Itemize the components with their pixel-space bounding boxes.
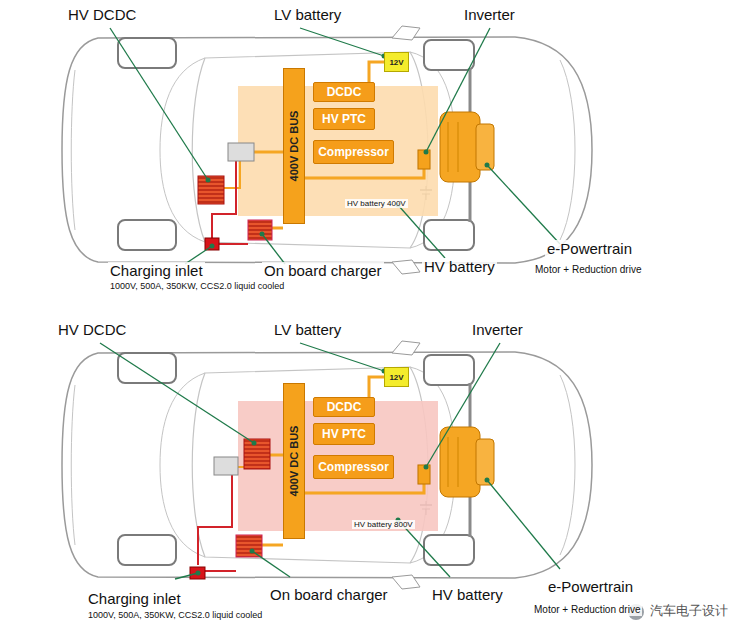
drawing-part bbox=[252, 551, 290, 577]
hv-load-box: DCDC bbox=[313, 397, 375, 417]
node-text: 400V DC BUS bbox=[288, 111, 300, 182]
node-text: Compressor bbox=[318, 460, 389, 474]
on-board-charger bbox=[248, 220, 272, 240]
hv-load-box: HV PTC bbox=[313, 423, 375, 445]
node-text: 400V DC BUS bbox=[288, 426, 300, 497]
drawing-part bbox=[270, 454, 283, 457]
leader-lines bbox=[100, 343, 560, 579]
node-text: HV PTC bbox=[322, 427, 366, 441]
node-text: 12V bbox=[389, 373, 403, 382]
part-label: e-Powertrain bbox=[546, 578, 635, 595]
hv-wire-connector bbox=[369, 62, 384, 82]
hv-load-box: HV PTC bbox=[313, 108, 375, 130]
node-text: 12V bbox=[389, 58, 403, 67]
part-label: Charging inlet bbox=[86, 590, 183, 607]
drawing-part bbox=[424, 465, 429, 470]
drawing-part bbox=[210, 244, 215, 249]
part-label: HV DCDC bbox=[66, 6, 138, 23]
part-label: HV battery bbox=[422, 258, 497, 275]
car-outline bbox=[62, 341, 592, 589]
drawing-part bbox=[272, 227, 283, 230]
drawing-part bbox=[252, 441, 257, 446]
dc-bus-bar: 400V DC BUS bbox=[283, 68, 305, 224]
drawing-part bbox=[260, 232, 265, 237]
drawing-part bbox=[487, 480, 560, 569]
battery-note: HV battery 400V bbox=[345, 199, 408, 208]
watermark: 汽车电子设计 bbox=[648, 604, 730, 619]
drawing-part bbox=[300, 28, 384, 56]
node-text: DCDC bbox=[327, 400, 362, 414]
drawing-part bbox=[110, 28, 208, 180]
drawing-part bbox=[424, 150, 429, 155]
battery-region bbox=[238, 401, 438, 531]
spec-note: 1000V, 500A, 350KW, CCS2.0 liquid cooled bbox=[108, 281, 286, 291]
drawing-part bbox=[196, 571, 201, 576]
drawing-part bbox=[487, 165, 560, 244]
drawing-part bbox=[100, 343, 254, 443]
drawing-part bbox=[254, 151, 283, 154]
leader-dots bbox=[196, 369, 490, 576]
drawing-part bbox=[262, 544, 283, 547]
inverter bbox=[418, 150, 430, 169]
part-label: Charging inlet bbox=[108, 262, 205, 279]
drawing-part bbox=[175, 573, 198, 579]
hv-wire bbox=[305, 483, 424, 493]
hv-wire bbox=[305, 168, 424, 178]
car-outline bbox=[62, 26, 592, 274]
drawing-part bbox=[426, 28, 490, 152]
drawing-part bbox=[205, 570, 236, 572]
drawing-part bbox=[198, 475, 232, 565]
part-label: HV battery bbox=[430, 586, 505, 603]
leader-dots bbox=[206, 54, 490, 249]
node-text: DCDC bbox=[327, 85, 362, 99]
lv-battery-box: 12V bbox=[384, 367, 409, 387]
hv-load-box: Compressor bbox=[313, 140, 394, 164]
drawing-part bbox=[250, 549, 255, 554]
drawing-part bbox=[262, 234, 285, 264]
drawing-part bbox=[62, 341, 592, 589]
inverter bbox=[418, 465, 430, 484]
hv-wire-connector bbox=[369, 377, 384, 397]
junction-box bbox=[228, 143, 254, 161]
battery-region bbox=[238, 86, 438, 216]
drawing-part bbox=[485, 163, 490, 168]
junction-box bbox=[214, 457, 238, 475]
hv-load-box: Compressor bbox=[313, 455, 394, 479]
part-label: LV battery bbox=[272, 6, 343, 23]
battery-note: HV battery 800V bbox=[352, 520, 415, 529]
dc-bus-bar: 400V DC BUS bbox=[283, 383, 305, 539]
drawing-part bbox=[485, 478, 490, 483]
hv-dcdc bbox=[198, 176, 224, 204]
drawing-part bbox=[224, 161, 240, 188]
part-label: Inverter bbox=[470, 321, 525, 338]
node-text: Compressor bbox=[318, 145, 389, 159]
part-label: On board charger bbox=[268, 586, 390, 603]
node-text: HV PTC bbox=[322, 112, 366, 126]
drawing-part bbox=[300, 343, 384, 371]
on-board-charger bbox=[236, 535, 262, 557]
hv-wiring bbox=[198, 455, 283, 571]
leader-lines bbox=[110, 28, 560, 264]
drawing-part bbox=[426, 343, 500, 467]
part-label: On board charger bbox=[262, 262, 384, 279]
hv-load-box: DCDC bbox=[313, 82, 375, 102]
part-note: Motor + Reduction drive bbox=[533, 264, 643, 276]
drawing-part bbox=[398, 205, 445, 258]
hv-dcdc bbox=[244, 439, 270, 469]
charging-inlet bbox=[205, 238, 219, 250]
drawing-part bbox=[219, 243, 248, 245]
spec-note: 1000V, 500A, 350KW, CCS2.0 liquid cooled bbox=[86, 610, 264, 620]
part-note: Motor + Reduction drive bbox=[532, 604, 642, 616]
lv-battery-box: 12V bbox=[384, 52, 409, 72]
part-label: Inverter bbox=[462, 6, 517, 23]
charging-inlet bbox=[190, 567, 205, 579]
part-label: e-Powertrain bbox=[545, 240, 634, 257]
part-label: LV battery bbox=[272, 321, 343, 338]
part-label: HV DCDC bbox=[56, 321, 128, 338]
drawing-part bbox=[206, 178, 211, 183]
